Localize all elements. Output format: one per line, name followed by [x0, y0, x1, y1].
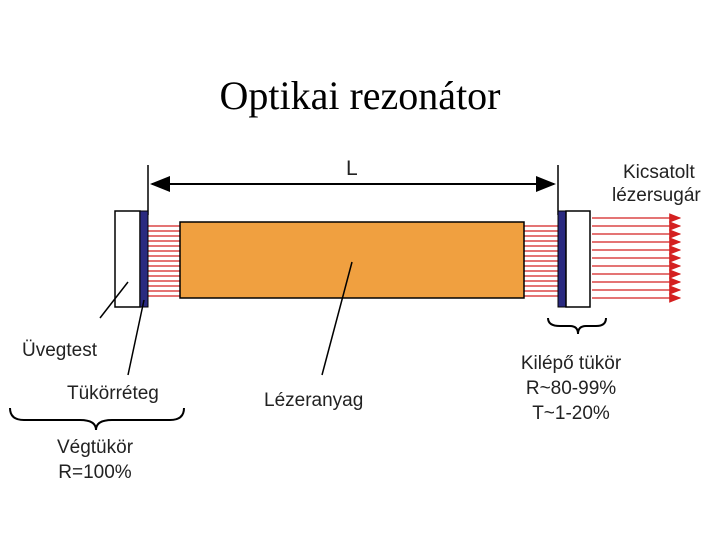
pointer-mirror-layer: [127, 299, 145, 376]
output-mirror-brace: [547, 317, 607, 335]
end-mirror-glass: [114, 210, 141, 308]
cavity-beam-lines-right: [524, 225, 558, 297]
glass-body-label: Üvegtest: [22, 340, 97, 361]
laser-medium-rod: [179, 221, 525, 299]
output-beam-label-line1: Kicsatolt: [623, 162, 695, 183]
output-mirror-label-line3: T~1-20%: [532, 403, 610, 424]
diagram-title: Optikai rezonátor: [219, 73, 501, 118]
mirror-layer-label: Tükörréteg: [67, 383, 159, 404]
cavity-beam-lines-left: [148, 225, 180, 297]
output-beam-label-line2: lézersugár: [612, 185, 701, 206]
pointer-glass-body: [99, 281, 129, 319]
end-mirror-label-line2: R=100%: [58, 462, 132, 483]
output-mirror-coating: [557, 210, 567, 308]
end-mirror-label-line1: Végtükör: [56, 437, 134, 458]
length-label: L: [346, 157, 358, 180]
length-dimension: [147, 165, 559, 215]
output-beam-arrows: [592, 213, 682, 303]
output-mirror-label-line2: R~80-99%: [525, 378, 617, 399]
output-mirror-glass: [565, 210, 591, 308]
output-mirror-label-line1: Kilépő tükör: [520, 353, 622, 374]
pointer-laser-medium: [321, 261, 353, 376]
end-mirror-coating: [139, 210, 149, 308]
end-mirror-brace: [9, 407, 185, 431]
laser-medium-label: Lézeranyag: [264, 390, 364, 411]
